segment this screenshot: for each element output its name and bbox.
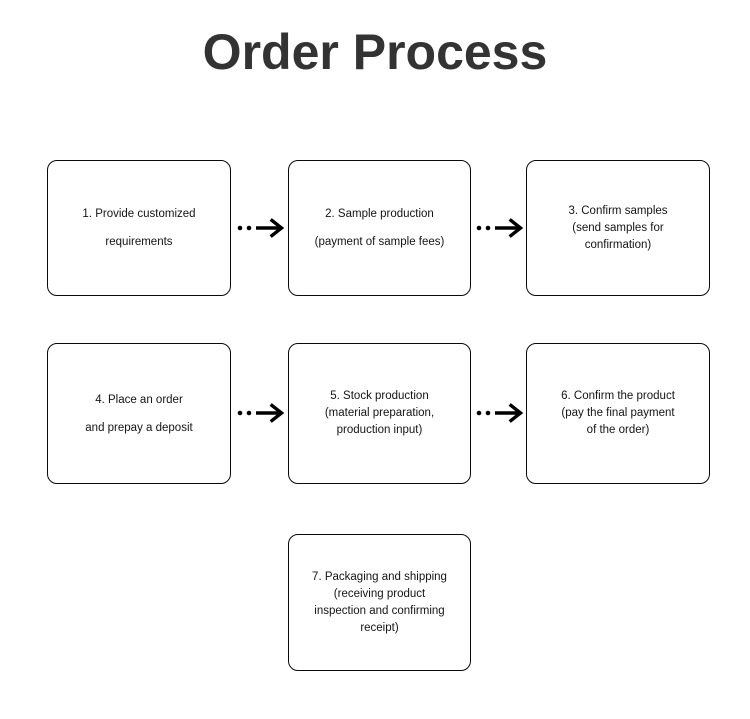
- arrow-connector-step-4-to-step-5: [236, 402, 288, 424]
- flow-node-label: 1. Provide customized requirements: [82, 208, 196, 248]
- flow-node-step-6[interactable]: 6. Confirm the product (pay the final pa…: [526, 343, 710, 484]
- arrow-connector-step-1-to-step-2: [236, 217, 288, 239]
- flow-node-step-3[interactable]: 3. Confirm samples (send samples for con…: [526, 160, 710, 296]
- flow-node-step-4[interactable]: 4. Place an order and prepay a deposit: [47, 343, 231, 484]
- arrow-connector-step-2-to-step-3: [475, 217, 527, 239]
- flow-node-label: 7. Packaging and shipping (receiving pro…: [312, 570, 447, 634]
- flow-node-step-2[interactable]: 2. Sample production (payment of sample …: [288, 160, 471, 296]
- flow-node-label: 6. Confirm the product (pay the final pa…: [561, 390, 675, 436]
- flow-node-step-7[interactable]: 7. Packaging and shipping (receiving pro…: [288, 534, 471, 671]
- arrow-connector-step-5-to-step-6: [475, 402, 527, 424]
- flow-node-label: 2. Sample production (payment of sample …: [314, 208, 445, 248]
- page-title: Order Process: [202, 24, 548, 80]
- flow-node-step-5[interactable]: 5. Stock production (material preparatio…: [288, 343, 471, 484]
- flow-node-label: 5. Stock production (material preparatio…: [324, 390, 435, 436]
- flow-node-label: 3. Confirm samples (send samples for con…: [568, 204, 668, 251]
- flow-node-label: 4. Place an order and prepay a deposit: [85, 393, 193, 434]
- flow-node-step-1[interactable]: 1. Provide customized requirements: [47, 160, 231, 296]
